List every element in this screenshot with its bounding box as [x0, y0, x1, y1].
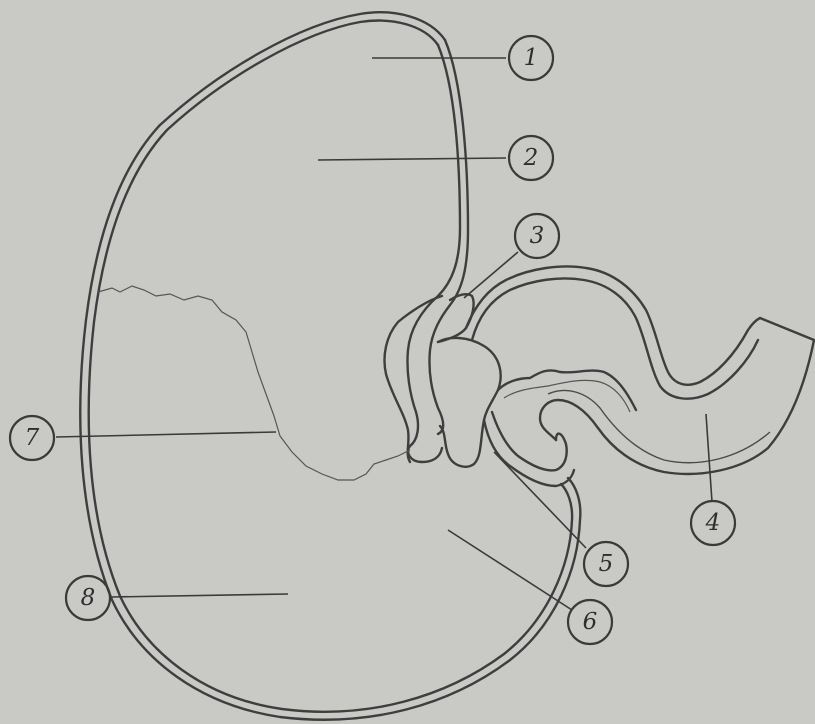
tube-upper-outer — [466, 267, 760, 385]
inner-wall-right-line2 — [407, 45, 460, 462]
structure-3-outline — [438, 294, 474, 342]
leader-line-6 — [448, 530, 572, 610]
callout-8: 8 — [66, 576, 110, 620]
callout-3: 3 — [515, 214, 559, 258]
label-number: 3 — [530, 223, 545, 249]
sac-structure-4 — [540, 318, 814, 474]
callout-1: 1 — [509, 36, 553, 80]
label-number: 1 — [524, 45, 539, 71]
leader-line-4 — [706, 414, 712, 502]
label-number: 4 — [705, 510, 721, 536]
leader-line-5 — [494, 452, 586, 548]
boundary-line-7 — [98, 286, 410, 480]
callout-5: 5 — [584, 542, 628, 586]
sac-inner-line — [548, 390, 770, 462]
callout-6: 6 — [568, 600, 612, 644]
label-number: 6 — [583, 609, 598, 635]
channel-5-a — [484, 420, 574, 486]
central-fold — [385, 296, 443, 462]
bulb-structure — [438, 338, 501, 467]
label-number: 2 — [523, 145, 539, 171]
callout-2: 2 — [509, 136, 553, 180]
tube-lower-inner — [504, 380, 630, 412]
callout-7: 7 — [10, 416, 54, 460]
label-number: 5 — [599, 551, 614, 577]
label-number: 7 — [25, 425, 40, 451]
leader-line-8 — [112, 594, 288, 597]
leader-line-2 — [318, 158, 506, 160]
inner-wall-right — [429, 40, 468, 434]
label-number: 8 — [81, 585, 96, 611]
outer-wall-outer-line — [80, 12, 580, 719]
callout-4: 4 — [691, 501, 735, 545]
